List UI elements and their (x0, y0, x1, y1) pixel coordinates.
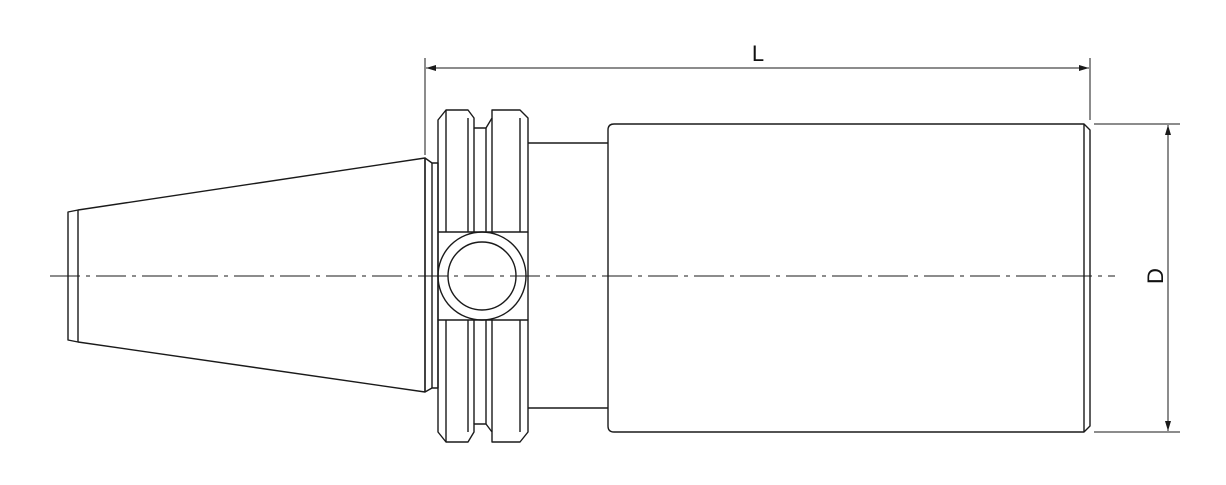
dimension-length (424, 58, 1091, 155)
dimension-diameter-label: D (1143, 268, 1168, 284)
cylindrical-body (607, 123, 1091, 433)
taper-shank (67, 157, 426, 393)
dimension-length-label: L (752, 41, 764, 66)
flange-neck (424, 157, 439, 393)
dimension-diameter (1094, 123, 1180, 433)
body-neck (528, 142, 608, 409)
